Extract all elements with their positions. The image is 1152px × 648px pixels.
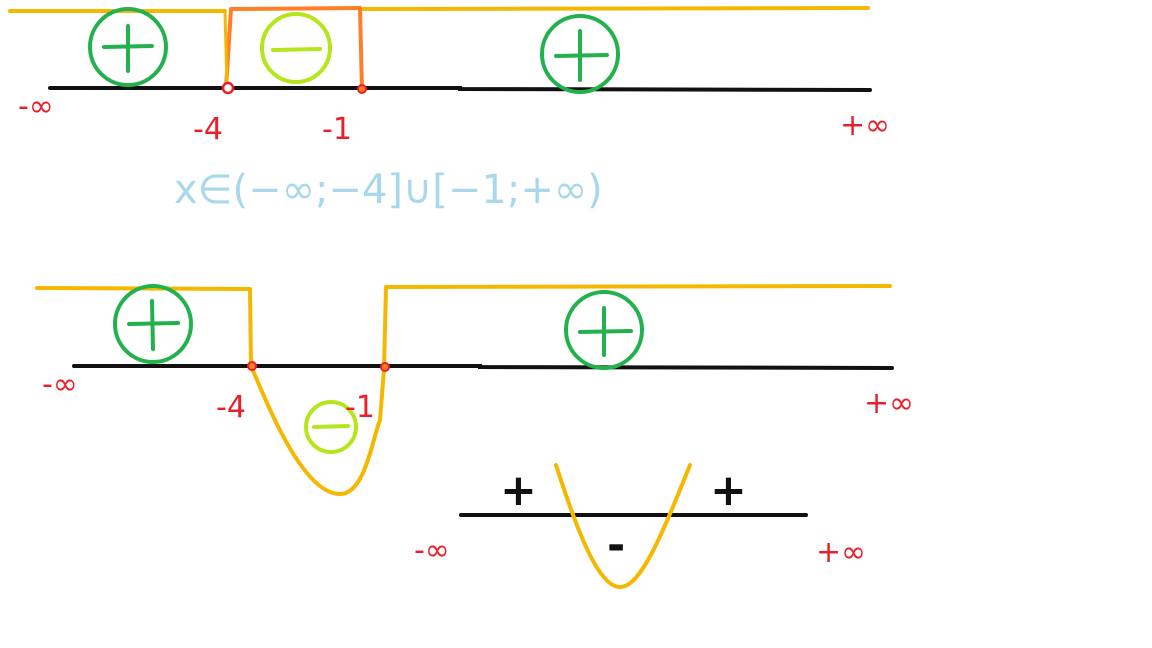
top-point-minus-1	[357, 84, 367, 94]
middle-sign-wave	[35, 284, 892, 496]
bottom-neg-infinity-label: -∞	[414, 533, 450, 568]
bottom-parabola	[554, 463, 692, 590]
circled-plus-icon	[113, 284, 193, 364]
middle-point-minus-4	[247, 361, 257, 371]
top-point-b-label: -1	[322, 112, 352, 147]
top-pos-infinity-label: +∞	[840, 108, 890, 143]
middle-sign-diagram: -∞ -4 -1 +∞	[35, 284, 914, 496]
top-sign-diagram: -∞ -4 -1 +∞ x∈(−∞;−4]∪[−1;+∞)	[8, 6, 890, 213]
top-number-line	[48, 86, 872, 92]
bottom-sign-left: +	[500, 465, 537, 516]
answer-expression: x∈(−∞;−4]∪[−1;+∞)	[174, 167, 603, 213]
bottom-pos-infinity-label: +∞	[816, 535, 866, 570]
top-neg-infinity-label: -∞	[18, 89, 54, 124]
middle-point-b-label: -1	[345, 390, 375, 425]
bottom-sign-right: +	[710, 465, 747, 516]
circled-plus-icon	[564, 290, 644, 370]
middle-point-a-label: -4	[216, 390, 246, 425]
top-point-a-label: -4	[193, 112, 223, 147]
middle-pos-infinity-label: +∞	[864, 386, 914, 421]
middle-point-minus-1	[380, 362, 390, 372]
circled-minus-icon	[304, 400, 358, 454]
circled-minus-icon	[260, 12, 332, 84]
top-point-minus-4	[221, 81, 235, 95]
bottom-sign-diagram: + - + -∞ +∞	[414, 463, 866, 590]
top-negative-interval-box	[224, 6, 364, 91]
middle-number-line	[72, 364, 894, 370]
middle-neg-infinity-label: -∞	[42, 367, 78, 402]
circled-plus-icon	[540, 14, 620, 94]
bottom-sign-middle: -	[607, 520, 625, 571]
circled-plus-icon	[88, 7, 168, 87]
